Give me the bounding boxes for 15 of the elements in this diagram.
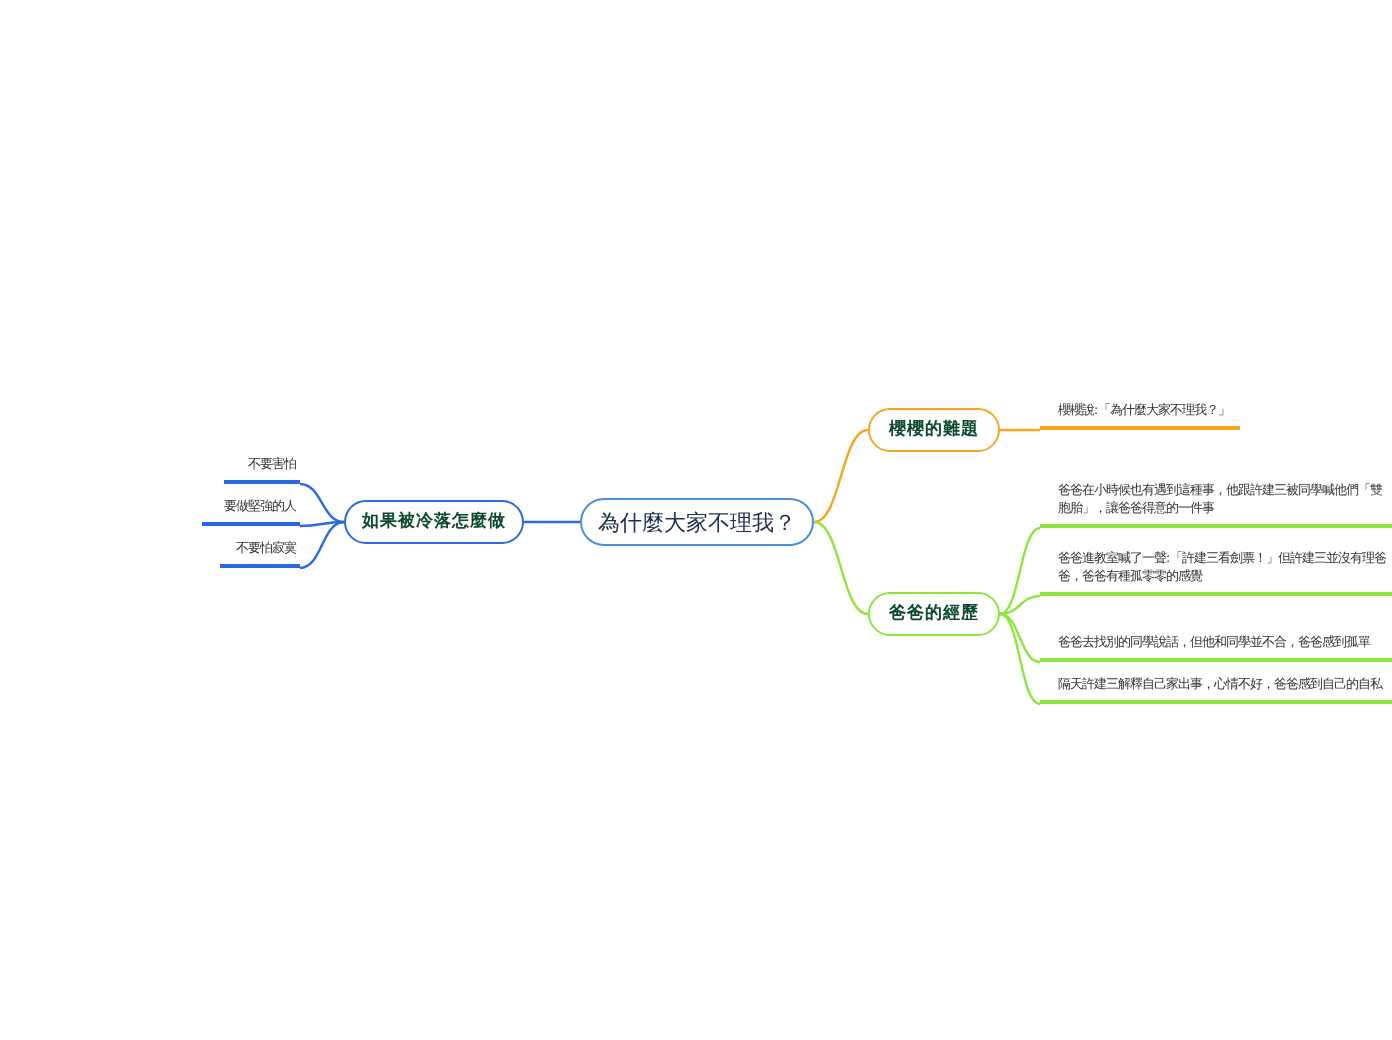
branch-line (813, 520, 869, 616)
central-topic: 為什麼大家不理我？ (580, 498, 814, 546)
branch-line (813, 428, 869, 524)
branch-line (999, 526, 1041, 616)
branch-line (999, 594, 1041, 616)
branch-line (999, 612, 1041, 706)
topic-box: 櫻櫻的難題 (868, 408, 1000, 452)
branch-line (999, 612, 1041, 664)
branch-line (1000, 428, 1040, 432)
branch-line (524, 520, 580, 524)
topic-box: 爸爸的經歷 (868, 592, 1000, 636)
topic-box: 如果被冷落怎麼做 (344, 500, 524, 544)
branch-line (299, 520, 345, 570)
branch-line (299, 482, 345, 524)
branch-line (299, 520, 345, 528)
